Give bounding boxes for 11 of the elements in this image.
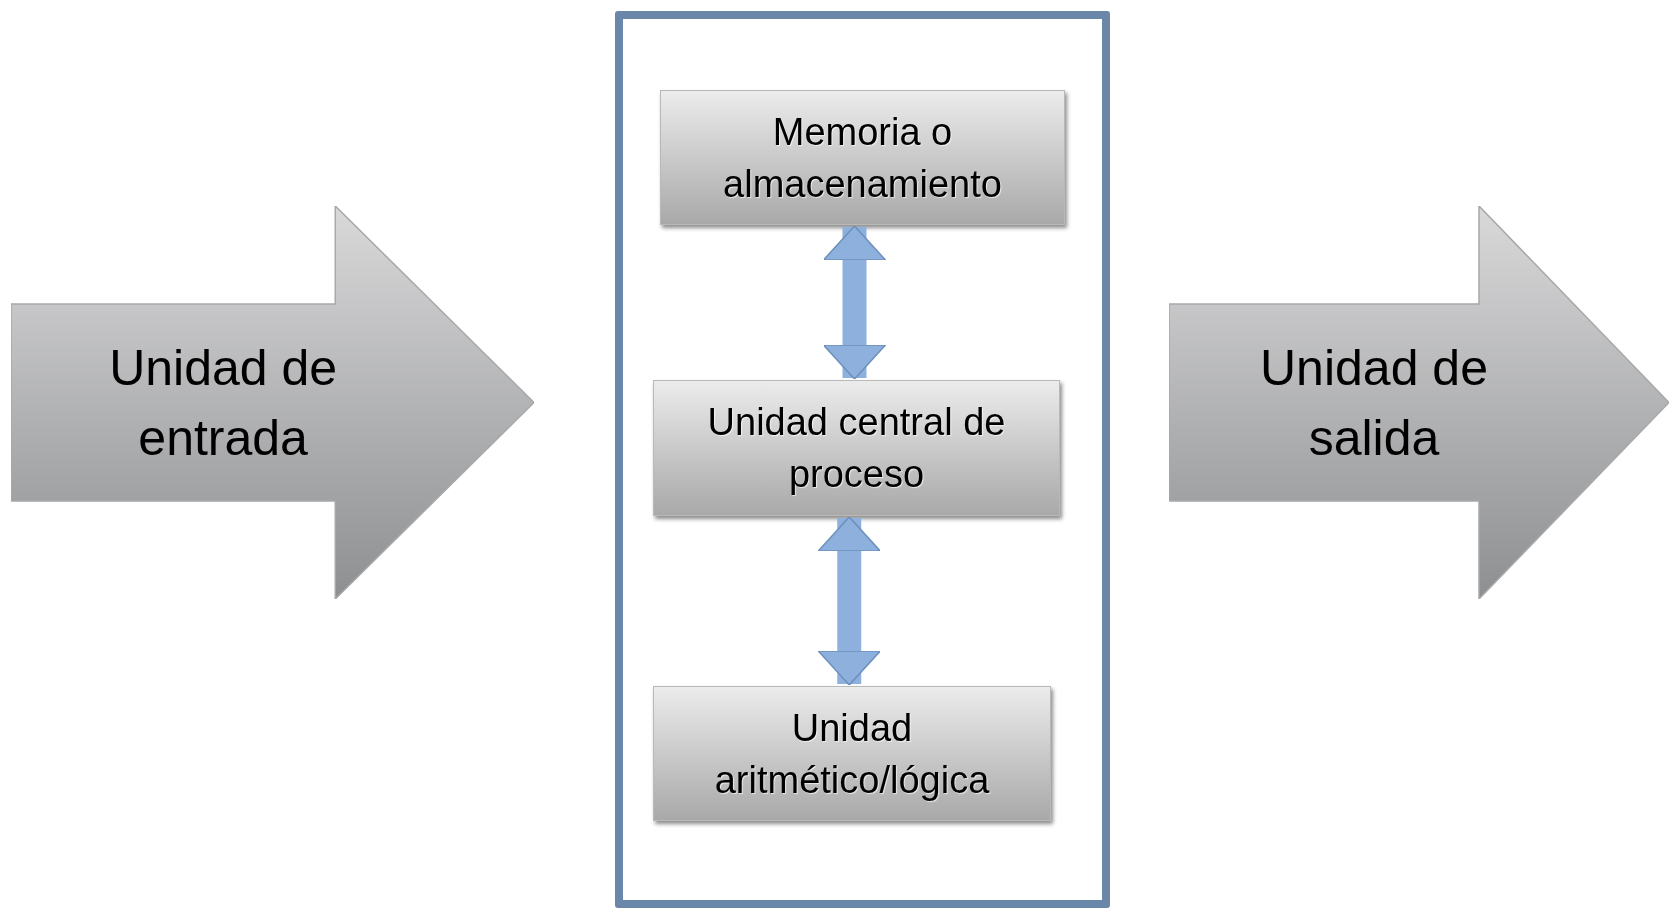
double-arrow xyxy=(817,516,881,686)
double-arrow xyxy=(822,225,887,380)
process-box xyxy=(653,686,1051,821)
arrow-label: Unidad de entrada xyxy=(108,338,339,468)
box-label: Unidad central de proceso xyxy=(706,400,1007,497)
frame-box xyxy=(615,11,1110,908)
process-box xyxy=(660,90,1065,225)
process-box xyxy=(653,380,1060,516)
arrow-label: Unidad de salida xyxy=(1259,338,1489,468)
box-label: Memoria o almacenamiento xyxy=(722,109,1003,207)
box-label: Unidad aritmético/lógica xyxy=(713,705,991,803)
